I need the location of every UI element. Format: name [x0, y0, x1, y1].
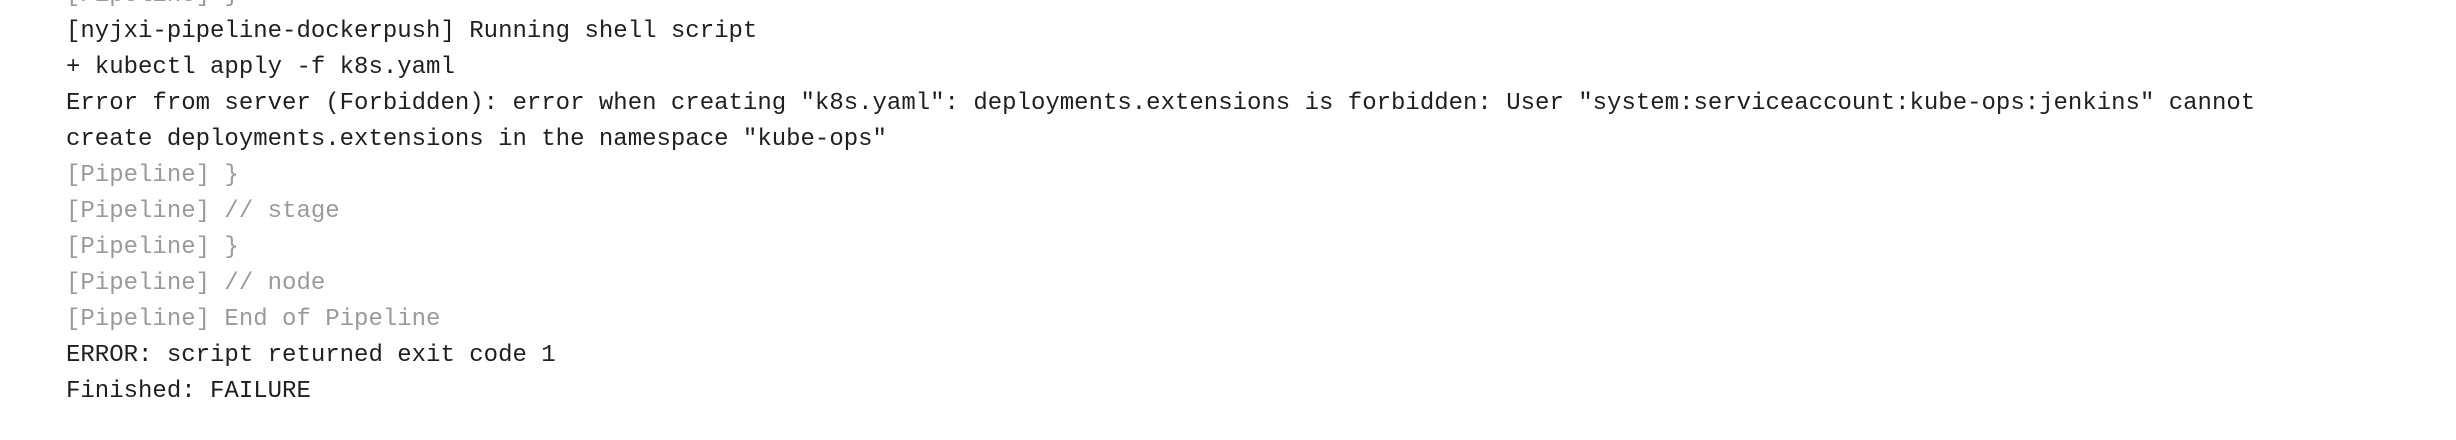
console-line-error-continued: create deployments.extensions in the nam…: [66, 126, 887, 153]
console-output: [Pipeline] } [nyjxi-pipeline-dockerpush]…: [66, 0, 2456, 410]
console-line-pipeline-stage: [Pipeline] // stage: [66, 198, 340, 225]
console-line-pipeline-node: [Pipeline] // node: [66, 270, 326, 297]
console-line-exit-code: ERROR: script returned exit code 1: [66, 342, 556, 369]
console-line-error-forbidden: Error from server (Forbidden): error whe…: [66, 90, 2256, 117]
console-line-shell-script: [nyjxi-pipeline-dockerpush] Running shel…: [66, 18, 758, 45]
console-line-pipeline-close-1: [Pipeline] }: [66, 162, 239, 189]
console-line-pipeline-close-2: [Pipeline] }: [66, 234, 239, 261]
console-line-pipeline-end: [Pipeline] End of Pipeline: [66, 306, 441, 333]
console-line-partial: [Pipeline] }: [66, 0, 2456, 14]
console-line-kubectl-command: + kubectl apply -f k8s.yaml: [66, 54, 455, 81]
console-line-finished-status: Finished: FAILURE: [66, 378, 311, 405]
